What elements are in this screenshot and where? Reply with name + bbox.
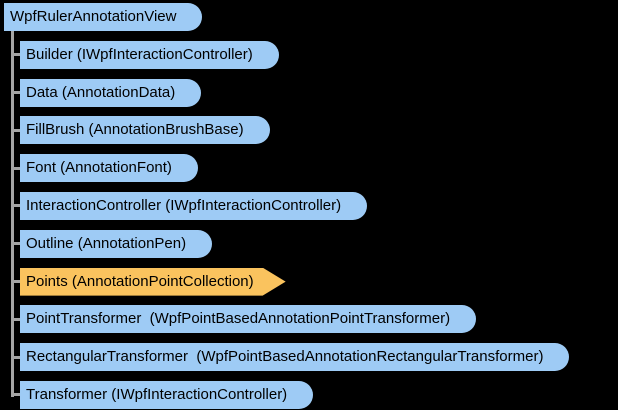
tree-row: FillBrush (AnnotationBrushBase) <box>11 116 270 145</box>
tree-node-pointtransformer[interactable]: PointTransformer (WpfPointBasedAnnotatio… <box>20 305 477 334</box>
tree-node-interactioncontroller[interactable]: InteractionController (IWpfInteractionCo… <box>20 191 368 220</box>
tree-connector-tick <box>11 242 20 246</box>
tree-node-data[interactable]: Data (AnnotationData) <box>20 78 202 107</box>
tree-node-fillbrush[interactable]: FillBrush (AnnotationBrushBase) <box>20 116 270 145</box>
tree-row: Outline (AnnotationPen) <box>11 229 213 258</box>
tree-node-transformer[interactable]: Transformer (IWpfInteractionController) <box>20 380 314 409</box>
tree-row: Font (AnnotationFont) <box>11 154 198 183</box>
tree-node-font[interactable]: Font (AnnotationFont) <box>20 154 198 183</box>
tree-row: Data (AnnotationData) <box>11 78 202 107</box>
tree-connector-tick <box>11 280 20 284</box>
tree-node-rectangulartransformer[interactable]: RectangularTransformer (WpfPointBasedAnn… <box>20 343 570 372</box>
tree-node-wpfrulerannotationview[interactable]: WpfRulerAnnotationView <box>4 3 203 31</box>
tree-row: PointTransformer (WpfPointBasedAnnotatio… <box>11 305 477 334</box>
tree-connector-tick <box>11 355 20 359</box>
tree-row: InteractionController (IWpfInteractionCo… <box>11 191 368 220</box>
tree-row: Transformer (IWpfInteractionController) <box>11 380 314 409</box>
tree-row: RectangularTransformer (WpfPointBasedAnn… <box>11 343 570 372</box>
tree-connector-tick <box>11 317 20 321</box>
tree-connector-tick <box>11 393 20 397</box>
tree-connector-tick <box>11 166 20 170</box>
tree-row: Points (AnnotationPointCollection) <box>11 268 286 296</box>
tree-connector-tick <box>11 128 20 132</box>
tree-connector-tick <box>11 91 20 95</box>
tree-node-builder[interactable]: Builder (IWpfInteractionController) <box>20 40 279 69</box>
tree: WpfRulerAnnotationView Builder (IWpfInte… <box>0 3 570 409</box>
tree-node-points-selected[interactable]: Points (AnnotationPointCollection) <box>20 268 286 296</box>
tree-node-outline[interactable]: Outline (AnnotationPen) <box>20 229 213 258</box>
tree-row: Builder (IWpfInteractionController) <box>11 40 279 69</box>
tree-row: WpfRulerAnnotationView <box>4 3 203 31</box>
tree-connector-tick <box>11 53 20 57</box>
tree-connector-tick <box>11 204 20 208</box>
tree-connector-line <box>11 31 14 397</box>
